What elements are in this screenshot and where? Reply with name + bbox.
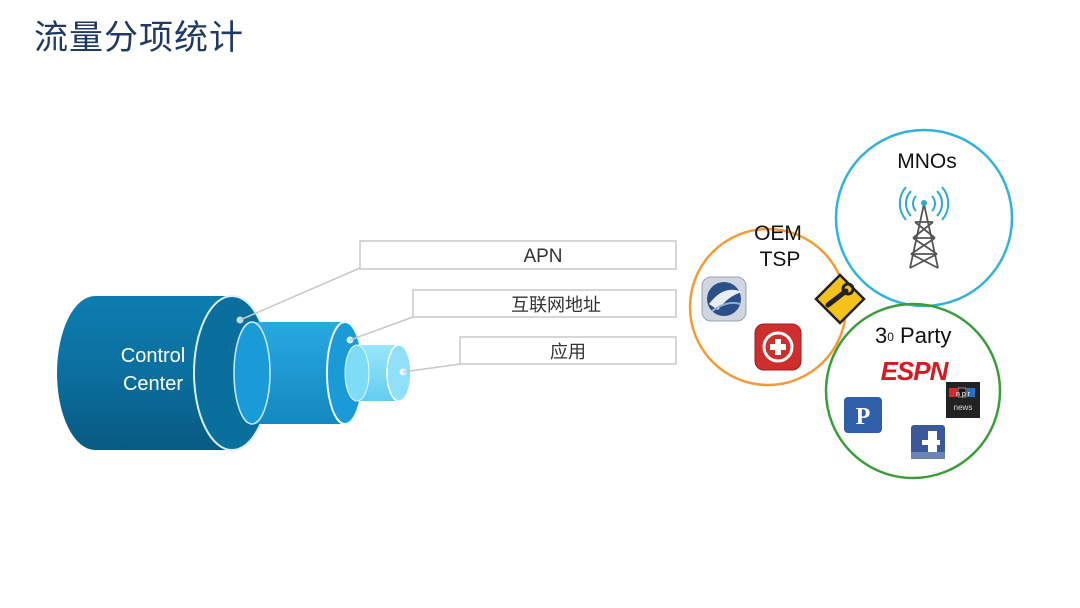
cable-label-line1: Control	[121, 345, 185, 367]
tsp-label: TSP	[760, 248, 801, 271]
svg-text:n p r: n p r	[956, 391, 971, 398]
callout-lines	[239, 267, 461, 373]
callout-apn-label: APN	[523, 246, 562, 267]
callout-app: 应用	[459, 336, 677, 365]
svg-text:ESPN: ESPN	[881, 356, 950, 386]
mnos-label: MNOs	[897, 150, 957, 173]
cell-tower-icon	[898, 186, 950, 269]
cable-middle-layer	[233, 321, 364, 425]
roadside-assistance-icon	[814, 273, 866, 325]
navigation-app-icon	[701, 276, 747, 322]
emergency-app-icon	[754, 323, 802, 371]
callout-app-label: 应用	[550, 342, 586, 362]
svg-text:news: news	[954, 403, 973, 412]
espn-logo: ESPN	[881, 356, 951, 386]
svg-text:P: P	[856, 404, 871, 430]
pandora-icon: P	[844, 397, 882, 433]
oem-label: OEM	[754, 222, 802, 245]
cable-graphic: Control Center	[57, 295, 412, 451]
callout-apn: APN	[359, 240, 677, 270]
third-party-circle	[824, 302, 1002, 480]
cable-inner-layer	[344, 344, 412, 402]
npr-news-icon: n p r news	[946, 382, 980, 418]
slide-title: 流量分项统计	[34, 18, 244, 58]
third-party-label: 30 Party	[875, 323, 951, 348]
cable-label-line2: Center	[123, 373, 183, 395]
venn-diagram: OEM TSP MNOs 30 Party	[688, 128, 1014, 480]
callout-ip-label: 互联网地址	[511, 295, 601, 315]
facebook-app-icon	[911, 425, 945, 459]
callout-ip-address: 互联网地址	[412, 289, 677, 318]
mnos-circle	[834, 128, 1014, 308]
